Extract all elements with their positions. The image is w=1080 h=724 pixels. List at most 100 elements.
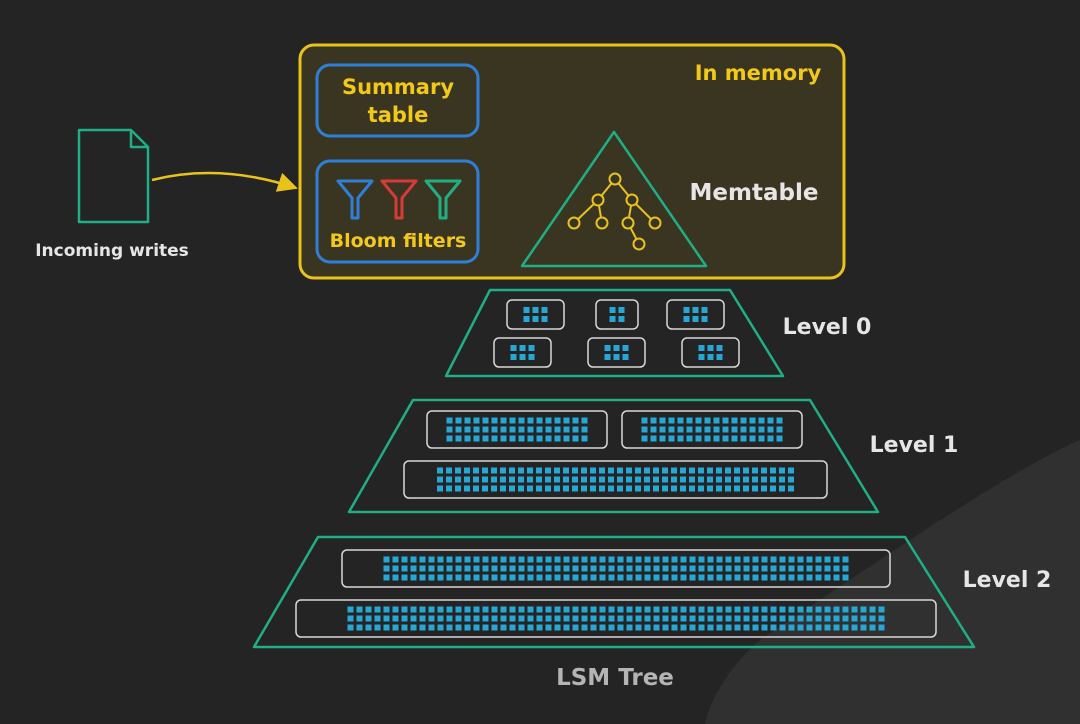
sstable-cell: [776, 417, 783, 424]
sstable-cell: [383, 574, 390, 581]
funnel-icon-blue: [336, 179, 374, 220]
sstable-cell: [680, 624, 687, 631]
sstable-cell: [743, 485, 749, 492]
sstable-cell: [725, 624, 732, 631]
sstable-cell: [770, 485, 776, 492]
sstable-cell: [446, 467, 452, 474]
sstable-cell: [692, 307, 699, 313]
sstable-cell: [581, 426, 588, 433]
sstable-cell: [869, 615, 876, 622]
sstable-cell: [572, 624, 579, 631]
sstable-cell: [680, 476, 686, 483]
sstable-cell: [410, 624, 417, 631]
sstable-cell: [446, 417, 453, 424]
sstable-cell: [618, 316, 625, 322]
sstable-cell: [419, 565, 426, 572]
sstable-cell: [689, 556, 696, 563]
sstable-cell: [671, 574, 678, 581]
sstable-cell: [743, 624, 750, 631]
sstable-cell: [788, 467, 794, 474]
sstable-cell: [689, 606, 696, 613]
sstable-cell: [761, 476, 767, 483]
sstable-cell: [536, 574, 543, 581]
sstable-cell: [401, 606, 408, 613]
sstable-cell: [563, 435, 570, 442]
level-1-trapezoid: [347, 398, 880, 514]
sstable-cell: [572, 565, 579, 572]
sstable-cell: [689, 485, 695, 492]
sstable-cell: [532, 316, 539, 322]
sstable-cell: [518, 476, 524, 483]
sstable-cell: [761, 624, 768, 631]
sstable-cell: [653, 556, 660, 563]
sstable-cell: [491, 435, 498, 442]
sstable-cell: [554, 565, 561, 572]
sstable-cell: [779, 476, 785, 483]
sstable-cell: [689, 574, 696, 581]
sstable-cell: [671, 476, 677, 483]
sstable-cell: [410, 574, 417, 581]
sstable-cell: [716, 574, 723, 581]
sstable-cell: [545, 435, 552, 442]
sstable-cell: [536, 556, 543, 563]
sstable-cell: [554, 426, 561, 433]
sstable-cell: [692, 316, 699, 322]
sstable-cell: [572, 606, 579, 613]
sstable-cell: [653, 606, 660, 613]
sstable-cell: [686, 417, 693, 424]
sstable-cell: [491, 606, 498, 613]
memtable-label: Memtable: [690, 180, 819, 206]
sstable-cell: [770, 476, 776, 483]
sstable-cell: [473, 615, 480, 622]
sstable-cell: [677, 417, 684, 424]
sstable-cell: [851, 615, 858, 622]
sstable-cell: [464, 426, 471, 433]
sstable-cell: [713, 435, 720, 442]
sstable-cell: [734, 485, 740, 492]
sstable-cell: [518, 574, 525, 581]
sstable-cell: [563, 467, 569, 474]
sstable-cell: [752, 615, 759, 622]
sstable-cell: [590, 476, 596, 483]
sstable-cell: [410, 556, 417, 563]
sstable: [595, 299, 639, 330]
sstable-cell: [428, 565, 435, 572]
sstable-cell: [482, 565, 489, 572]
sstable-cell: [743, 565, 750, 572]
sstable-cell: [671, 485, 677, 492]
sstable-cell: [464, 467, 470, 474]
sstable-cell: [527, 435, 534, 442]
sstable-cell: [788, 574, 795, 581]
sstable-cell: [608, 556, 615, 563]
sstable-cell: [752, 565, 759, 572]
sstable-cell: [758, 435, 765, 442]
sstable-cell: [392, 565, 399, 572]
sstable-cell: [677, 435, 684, 442]
sstable-cell: [536, 417, 543, 424]
sstable-cell: [473, 435, 480, 442]
sstable-cell: [609, 316, 616, 322]
sstable-cell: [824, 624, 831, 631]
sstable-cell: [635, 476, 641, 483]
sstable-cell: [473, 417, 480, 424]
sstable-cell: [500, 565, 507, 572]
sstable-cell: [518, 467, 524, 474]
sstable-cell: [509, 467, 515, 474]
sstable-cell: [761, 574, 768, 581]
sstable-cell: [500, 485, 506, 492]
sstable-cell: [725, 556, 732, 563]
sstable-cell: [482, 624, 489, 631]
sstable-cell: [713, 417, 720, 424]
sstable-cell: [428, 556, 435, 563]
sstable-cell: [680, 556, 687, 563]
sstable-cell: [572, 426, 579, 433]
sstable-cell: [761, 606, 768, 613]
sstable-cell: [644, 476, 650, 483]
sstable-cell: [491, 476, 497, 483]
sstable-cell: [815, 565, 822, 572]
sstable-cell: [671, 467, 677, 474]
sstable-cell: [653, 615, 660, 622]
sstable-cell: [608, 485, 614, 492]
sstable-cell: [590, 574, 597, 581]
sstable-cell: [680, 574, 687, 581]
